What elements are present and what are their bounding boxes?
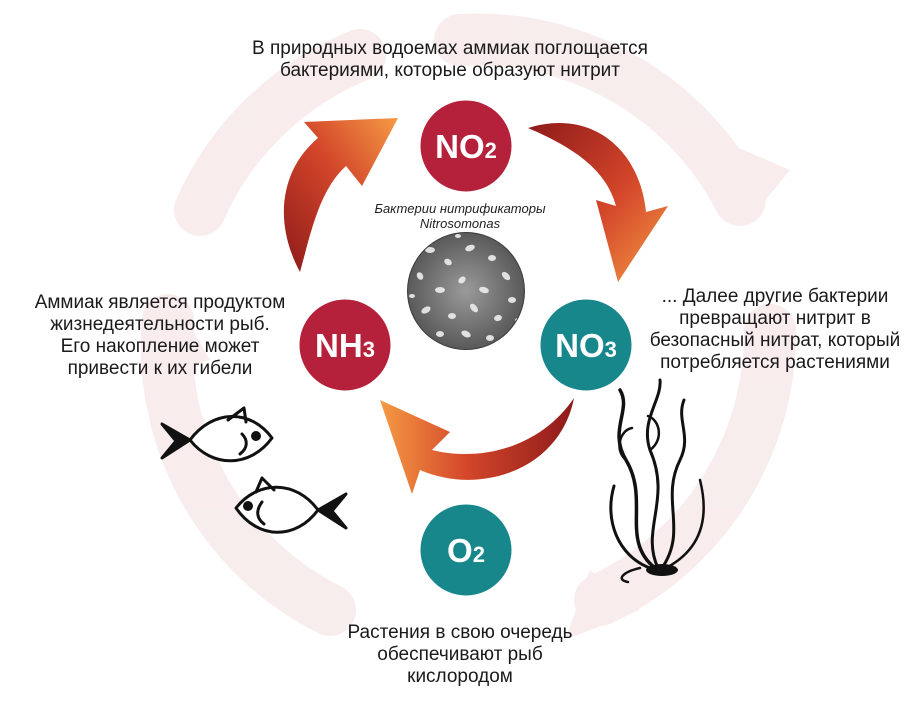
caption-left-line: Аммиак является продуктом bbox=[34, 292, 286, 313]
bacteria-label-line: Nitrosomonas bbox=[419, 216, 501, 231]
node-nh3-symbol: NH bbox=[315, 327, 363, 364]
bacteria-label-line: Бактерии нитрификаторы bbox=[374, 201, 546, 216]
node-nh3-subscript: 3 bbox=[363, 337, 375, 362]
node-no2: NO2 bbox=[417, 97, 515, 195]
caption-bottom-line: кислородом bbox=[407, 666, 513, 687]
caption-top-line: В природных водоемах аммиак поглощается bbox=[252, 38, 648, 59]
node-no3-subscript: 3 bbox=[605, 337, 617, 362]
caption-left: Аммиак является продуктом жизнедеятельно… bbox=[10, 292, 310, 380]
caption-left-line: Его накопление может bbox=[60, 336, 260, 357]
caption-right-line: ... Далее другие бактерии bbox=[661, 286, 889, 307]
arrow-no2-to-no3 bbox=[528, 122, 668, 282]
caption-bottom: Растения в свою очередь обеспечивают рыб… bbox=[330, 622, 590, 688]
caption-bottom-line: Растения в свою очередь bbox=[347, 622, 573, 643]
caption-left-line: привести к их гибели bbox=[67, 358, 253, 379]
arrow-nh3-to-no2 bbox=[283, 118, 398, 272]
node-no3-symbol: NO bbox=[555, 327, 605, 364]
bacteria-micrograph bbox=[407, 232, 525, 350]
caption-right: ... Далее другие бактерии превращают нит… bbox=[640, 286, 910, 374]
background-ring bbox=[140, 13, 797, 640]
fish-icon bbox=[234, 476, 348, 534]
node-nh3: NH3 bbox=[296, 296, 394, 394]
caption-right-line: безопасный нитрат, который bbox=[649, 330, 901, 351]
svg-text:O2: O2 bbox=[447, 532, 485, 569]
fish-icon bbox=[160, 406, 274, 463]
node-o2: O2 bbox=[417, 501, 515, 599]
arrow-no3-to-nh3 bbox=[380, 398, 574, 494]
caption-right-line: потребляется растениями bbox=[660, 352, 890, 373]
node-no2-symbol: NO bbox=[435, 128, 485, 165]
caption-top-line: бактериями, которые образуют нитрит bbox=[280, 60, 620, 81]
node-o2-symbol: O bbox=[447, 532, 473, 569]
caption-top: В природных водоемах аммиак поглощается … bbox=[200, 38, 700, 82]
seaweed-icon bbox=[609, 378, 705, 584]
svg-text:NO3: NO3 bbox=[555, 327, 617, 364]
node-no3: NO3 bbox=[537, 296, 635, 394]
node-o2-subscript: 2 bbox=[473, 542, 485, 567]
caption-left-line: жизнедеятельности рыб. bbox=[50, 314, 270, 335]
caption-right-line: превращают нитрит в bbox=[679, 308, 871, 329]
caption-bottom-line: обеспечивают рыб bbox=[377, 644, 543, 665]
svg-text:NO2: NO2 bbox=[435, 128, 497, 165]
bacteria-label: Бактерии нитрификаторы Nitrosomonas bbox=[355, 201, 565, 231]
svg-text:NH3: NH3 bbox=[315, 327, 375, 364]
node-no2-subscript: 2 bbox=[485, 138, 497, 163]
